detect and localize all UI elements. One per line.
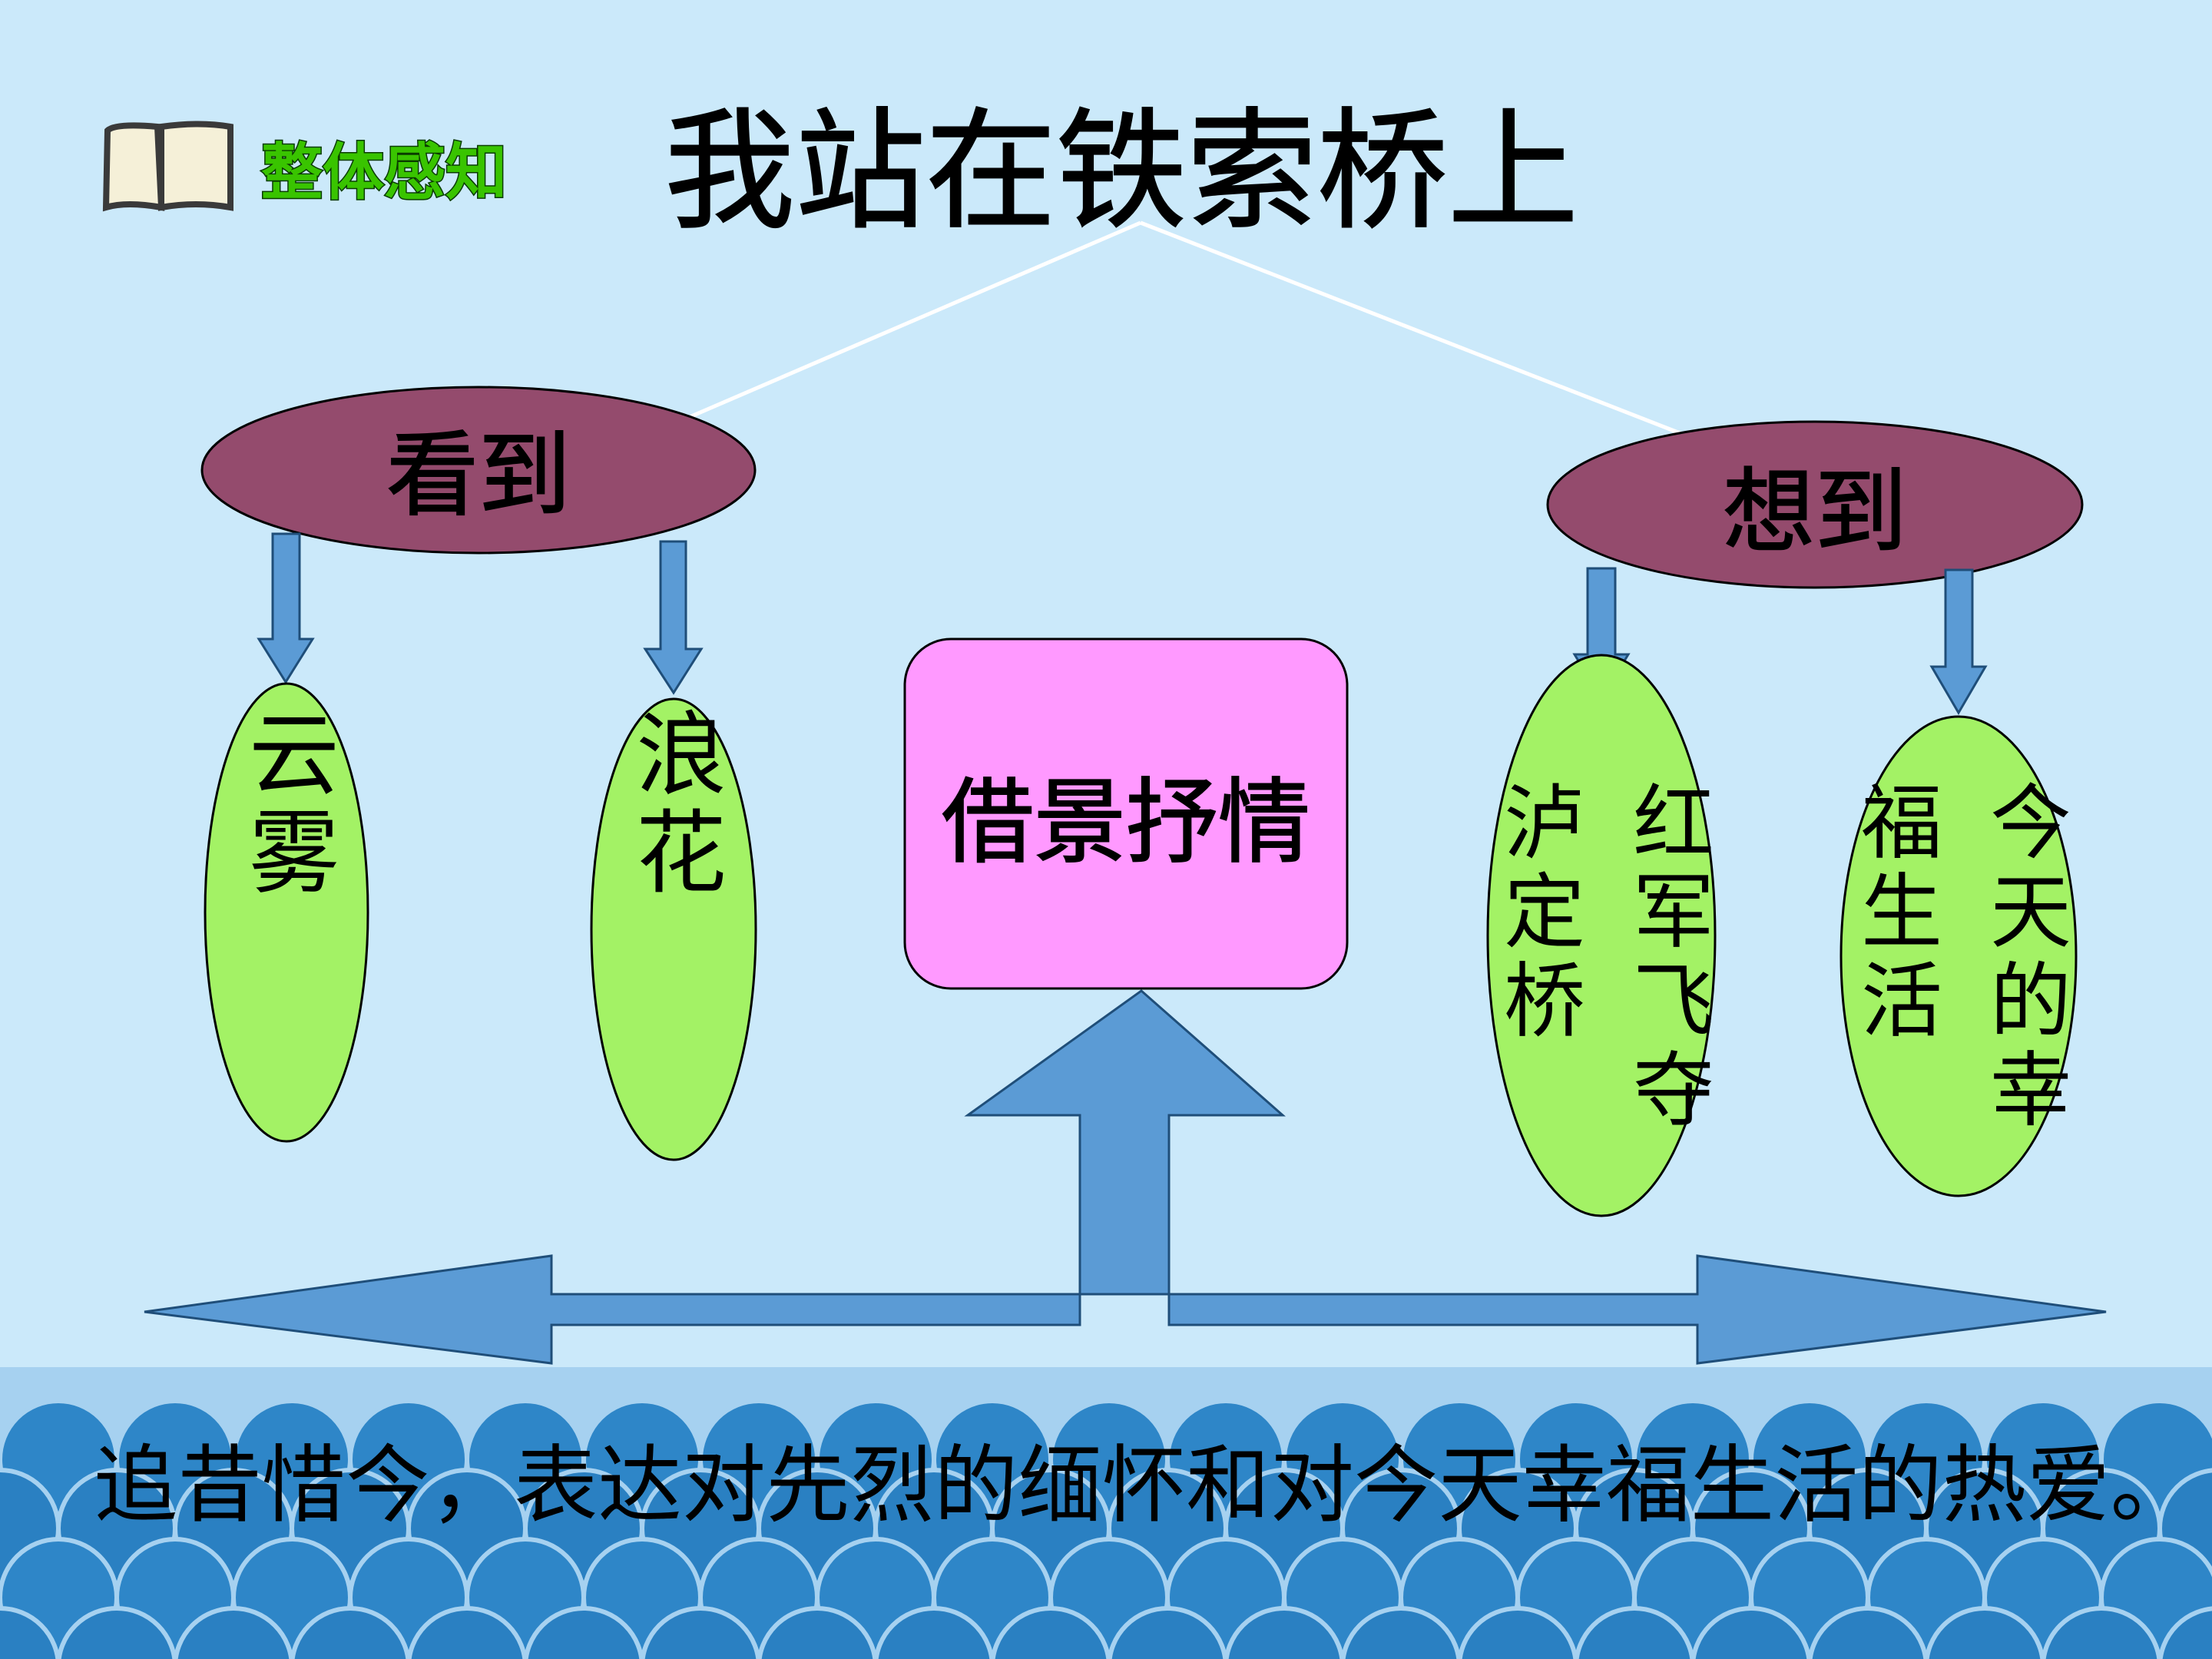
- wave-circle: [1807, 1606, 1929, 1659]
- leaf-text-column: 泸定桥: [1490, 780, 1584, 1047]
- wave-circle: [1690, 1606, 1812, 1659]
- wave-circle: [640, 1606, 761, 1659]
- wave-circle: [290, 1606, 411, 1659]
- arrow-right: [1167, 1254, 2107, 1365]
- leaf-wave: [590, 697, 757, 1161]
- arrow-up-center: [964, 989, 1286, 1296]
- connector-line-right: [1140, 220, 1683, 436]
- leaf-text-column: 浪花: [620, 707, 727, 903]
- conclusion-text: 追昔惜今，表达对先烈的缅怀和对今天幸福生活的热爱。: [94, 1436, 2194, 1535]
- wave-circle: [406, 1606, 528, 1659]
- wave-circle: [1457, 1606, 1578, 1659]
- wave-circle: [1107, 1606, 1228, 1659]
- page-title: 我站在铁索桥上: [664, 96, 1578, 248]
- wave-circle: [173, 1606, 294, 1659]
- connector-line-left: [690, 220, 1141, 419]
- wave-circle: [2041, 1606, 2162, 1659]
- wave-circle: [56, 1606, 177, 1659]
- wave-circle: [0, 1606, 61, 1659]
- wave-circle: [873, 1606, 995, 1659]
- wave-circle: [1924, 1606, 2045, 1659]
- category-thought: [1546, 420, 2084, 589]
- arrow-down-today: [1929, 568, 1988, 715]
- category-seen: [200, 386, 757, 555]
- leaf-text-column: 福生活: [1847, 780, 1942, 1047]
- leaf-redarmy: [1486, 654, 1717, 1217]
- wave-circle: [990, 1606, 1111, 1659]
- center-label: 借景抒情: [942, 770, 1310, 876]
- category-thought-label: 想到: [1723, 459, 1907, 566]
- wave-circle: [523, 1606, 644, 1659]
- wave-circle: [757, 1606, 878, 1659]
- open-book-icon: [102, 121, 233, 212]
- leaf-cloud: [204, 682, 369, 1143]
- wave-circle: [1574, 1606, 1695, 1659]
- wave-decoration: [0, 1399, 2212, 1659]
- leaf-text-column: 今天的幸: [1976, 780, 2071, 1136]
- leaf-wave-text: 浪花: [620, 707, 727, 903]
- leaf-text-column: 云雾: [233, 707, 339, 903]
- wave-circle: [2157, 1606, 2212, 1659]
- wave-circle: [1224, 1606, 1345, 1659]
- arrow-left: [144, 1254, 1081, 1365]
- wave-circle: [1340, 1606, 1462, 1659]
- arrow-down-cloud: [257, 532, 315, 684]
- leaf-text-column: 红军飞夺: [1619, 780, 1714, 1136]
- category-seen-label: 看到: [386, 422, 571, 529]
- badge-label: 整体感知: [261, 137, 507, 208]
- leaf-cloud-text: 云雾: [233, 707, 339, 903]
- arrow-down-wave: [643, 540, 704, 695]
- leaf-today: [1839, 715, 2078, 1197]
- center-box: [903, 637, 1349, 990]
